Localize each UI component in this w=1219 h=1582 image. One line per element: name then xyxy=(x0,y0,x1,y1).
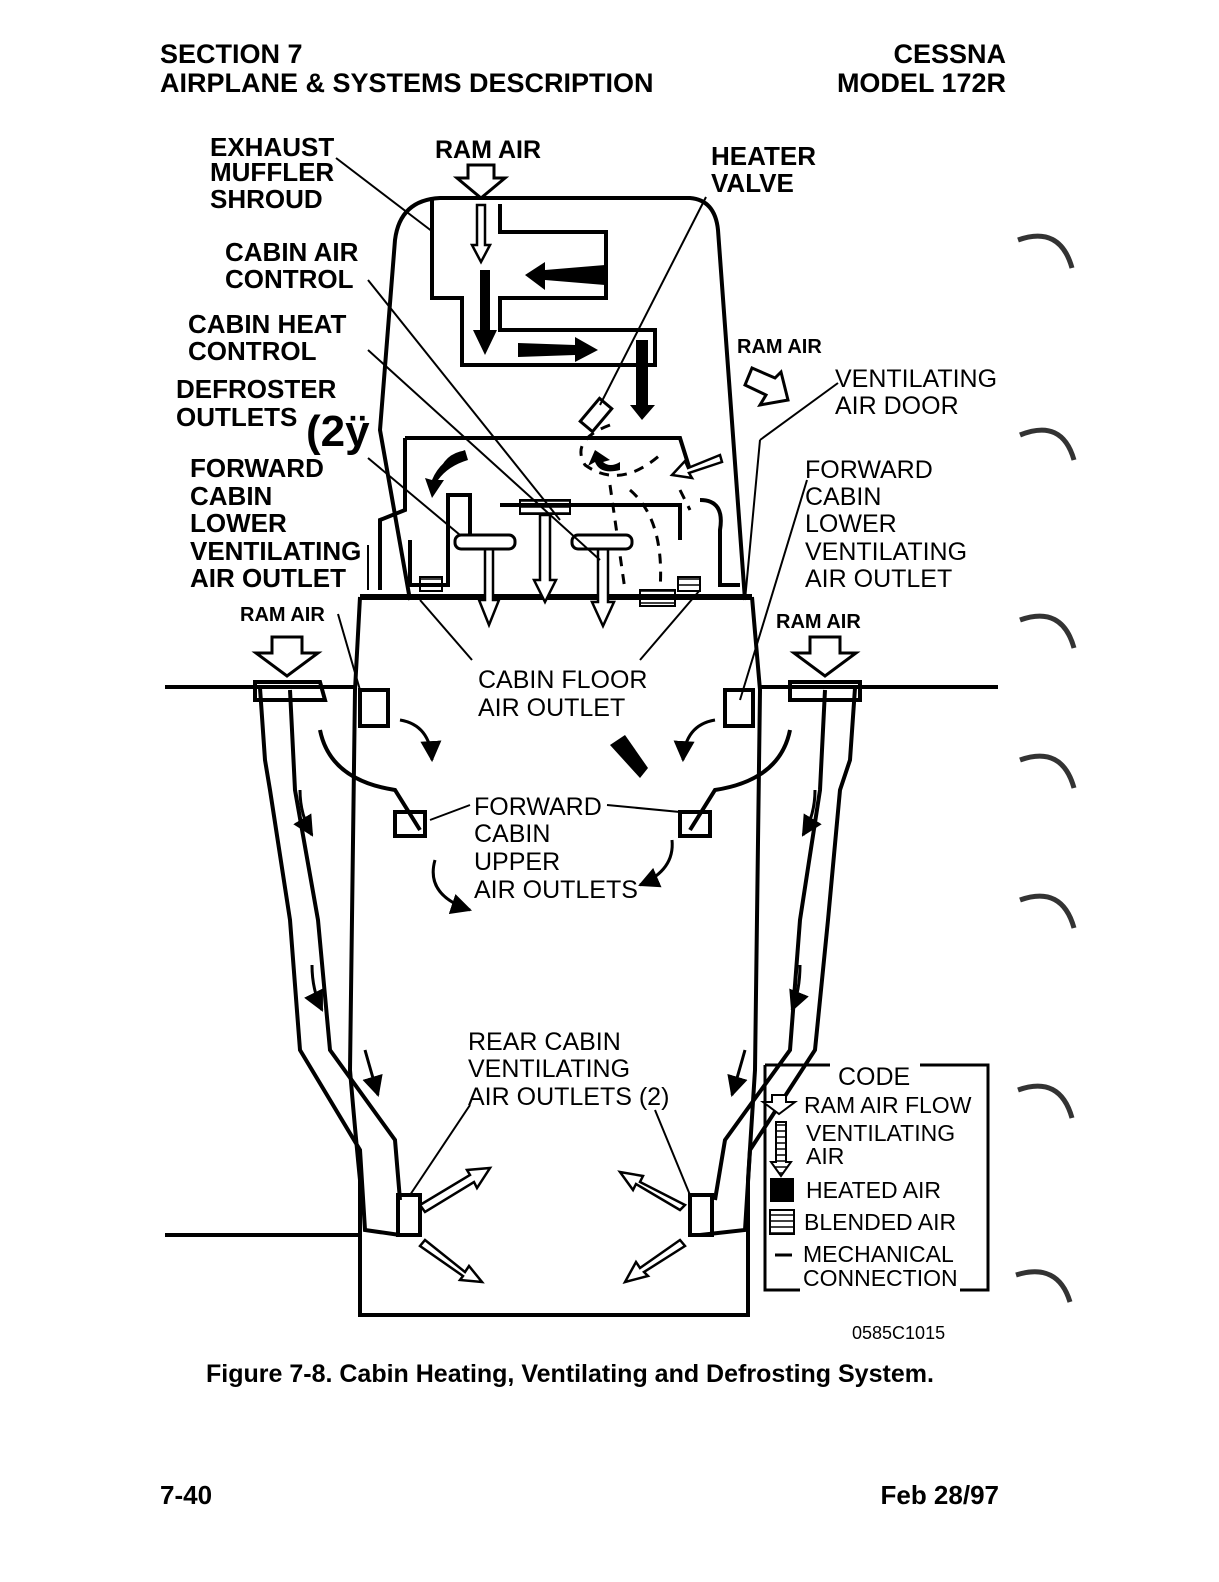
leader-lines xyxy=(335,157,839,1196)
legend-heated-air: HEATED AIR xyxy=(806,1177,941,1203)
label-heater: HEATER xyxy=(711,141,816,171)
section-title: SECTION 7 xyxy=(160,39,303,69)
label-forward-lower-right: FORWARD CABIN LOWER VENTILATING AIR OUTL… xyxy=(805,456,967,593)
striped-arrow-icon xyxy=(769,1121,793,1178)
label-fl-5: AIR OUTLET xyxy=(190,563,346,593)
label-cabin-floor: CABIN FLOOR xyxy=(478,666,647,694)
label-exhaust: EXHAUST xyxy=(210,132,334,162)
legend-mechanical: MECHANICAL xyxy=(803,1241,954,1267)
legend-ram-air-flow: RAM AIR FLOW xyxy=(804,1092,972,1118)
label-fu-1: FORWARD xyxy=(474,793,602,821)
figure-id: 0585C1015 xyxy=(852,1323,946,1343)
solid-square-icon xyxy=(770,1178,794,1202)
label-cabin-air-control-2: CONTROL xyxy=(225,264,354,294)
legend-title: CODE xyxy=(838,1063,910,1091)
label-fl-2: CABIN xyxy=(190,481,272,511)
label-exhaust-muffler-shroud: EXHAUST MUFFLER SHROUD xyxy=(210,132,334,214)
model: MODEL 172R xyxy=(836,68,1006,98)
label-rear-1: REAR CABIN xyxy=(468,1028,621,1056)
legend-connection: CONNECTION xyxy=(803,1265,958,1291)
legend: CODE RAM AIR FLOW VENTILATING AIR HEATED… xyxy=(760,1063,990,1292)
label-fr-5: AIR OUTLET xyxy=(805,565,952,593)
ventilating-air-arrows xyxy=(418,203,724,1284)
label-cabin-air-control: CABIN AIR CONTROL xyxy=(225,237,359,294)
section-subtitle: AIRPLANE & SYSTEMS DESCRIPTION xyxy=(160,68,654,98)
label-valve: VALVE xyxy=(711,168,794,198)
label-muffler: MUFFLER xyxy=(210,157,334,187)
label-ventilating-air-door: VENTILATING AIR DOOR xyxy=(835,365,997,420)
label-cabin-heat: CABIN HEAT xyxy=(188,309,347,339)
label-fl-4: VENTILATING xyxy=(190,536,361,566)
label-cabin-heat-control-2: CONTROL xyxy=(188,336,317,366)
page-number: 7-40 xyxy=(160,1480,213,1510)
heated-air-dashed-path xyxy=(579,423,692,591)
label-fr-2: CABIN xyxy=(805,483,881,511)
binder-tab-marks xyxy=(1015,233,1077,1303)
label-cabin-floor-air-outlet: AIR OUTLET xyxy=(478,694,625,722)
header-right: CESSNA MODEL 172R xyxy=(837,40,1006,98)
label-defroster-count: (2ÿ xyxy=(306,407,370,456)
legend-air: AIR xyxy=(806,1143,844,1169)
label-fu-3: UPPER xyxy=(474,848,560,876)
label-ram-air-right-upper: RAM AIR xyxy=(737,336,822,358)
heated-air-arrows xyxy=(425,262,655,498)
hollow-arrow-icon xyxy=(760,1094,798,1116)
figure-caption: Figure 7-8. Cabin Heating, Ventilating a… xyxy=(206,1360,934,1388)
label-ram-air-left: RAM AIR xyxy=(240,604,325,626)
mechanical-connection-marker xyxy=(610,735,648,778)
revision-date: Feb 28/97 xyxy=(880,1480,999,1510)
label-rear-3: AIR OUTLETS (2) xyxy=(468,1083,669,1111)
label-fl-3: LOWER xyxy=(190,508,287,538)
blended-air-outlets xyxy=(419,499,701,607)
label-fr-3: LOWER xyxy=(805,510,897,538)
header-left: SECTION 7 AIRPLANE & SYSTEMS DESCRIPTION xyxy=(160,40,654,98)
label-outlets: OUTLETS xyxy=(176,402,297,432)
label-fu-4: AIR OUTLETS xyxy=(474,876,638,904)
label-fr-1: FORWARD xyxy=(805,456,933,484)
legend-ventilating: VENTILATING xyxy=(806,1120,955,1146)
label-rear-2: VENTILATING xyxy=(468,1055,630,1083)
label-fl-1: FORWARD xyxy=(190,453,324,483)
hatched-square-icon xyxy=(769,1209,795,1235)
label-forward-upper-outlets: FORWARD CABIN UPPER AIR OUTLETS xyxy=(474,793,638,904)
label-defroster: DEFROSTER xyxy=(176,374,337,404)
manufacturer: CESSNA xyxy=(893,39,1006,69)
label-forward-lower-left: FORWARD CABIN LOWER VENTILATING AIR OUTL… xyxy=(190,453,361,593)
ram-air-arrows xyxy=(251,163,861,678)
label-cabin-air: CABIN AIR xyxy=(225,237,359,267)
label-cabin-floor-outlet: CABIN FLOOR AIR OUTLET xyxy=(478,666,647,722)
label-ram-air-top: RAM AIR xyxy=(435,136,541,164)
label-shroud: SHROUD xyxy=(210,184,323,214)
flow-curve-arrows xyxy=(293,450,822,1098)
airframe-outline xyxy=(165,196,998,1317)
label-ram-air-right: RAM AIR xyxy=(776,611,861,633)
label-fu-2: CABIN xyxy=(474,820,550,848)
label-defroster-outlets: DEFROSTER OUTLETS (2ÿ xyxy=(176,374,370,456)
label-ventilating: VENTILATING xyxy=(835,365,997,393)
label-cabin-heat-control: CABIN HEAT CONTROL xyxy=(188,309,347,366)
label-rear-cabin-outlets: REAR CABIN VENTILATING AIR OUTLETS (2) xyxy=(468,1028,669,1111)
legend-blended-air: BLENDED AIR xyxy=(804,1209,956,1235)
label-fr-4: VENTILATING xyxy=(805,538,967,566)
label-air-door: AIR DOOR xyxy=(835,392,959,420)
outlet-valves xyxy=(453,396,634,551)
label-heater-valve: HEATER VALVE xyxy=(711,141,816,198)
